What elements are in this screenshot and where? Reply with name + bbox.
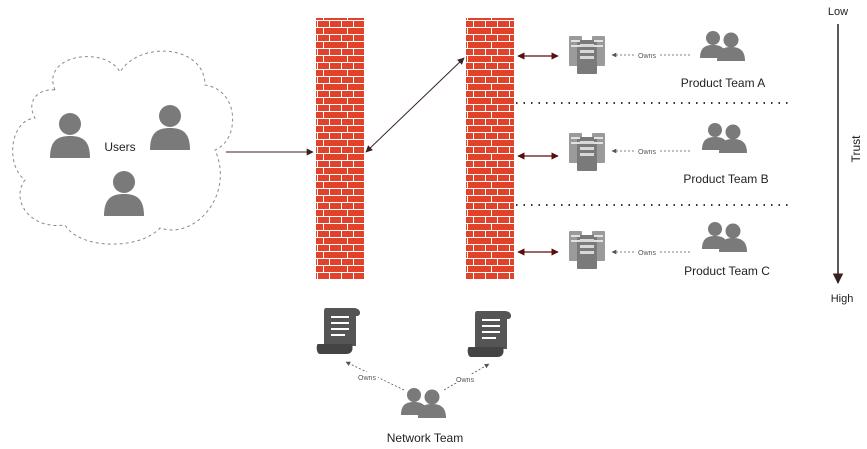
firewall-link-arrow [365, 57, 465, 153]
owns-label: Owns [456, 377, 474, 384]
policy-scroll-icon [316, 308, 361, 354]
network-team-label: Network Team [387, 431, 463, 445]
firewall-icon [466, 18, 514, 280]
owns-label: Owns [638, 53, 656, 60]
trust-high-label: High [831, 293, 854, 305]
product-team-b-label: Product Team B [683, 172, 768, 186]
team-icon [702, 222, 747, 252]
server-rack-icon [569, 231, 605, 269]
product-team-a-label: Product Team A [681, 76, 766, 90]
users-cloud [12, 50, 234, 245]
users-label: Users [104, 140, 135, 154]
owns-label: Owns [638, 250, 656, 257]
server-rack-icon [569, 133, 605, 171]
team-icon [700, 31, 745, 61]
trust-low-label: Low [828, 6, 848, 18]
product-team-c-label: Product Team C [684, 264, 770, 278]
owns-label: Owns [358, 375, 376, 382]
owns-label: Owns [638, 149, 656, 156]
firewall-icon [316, 18, 364, 280]
team-icon [401, 388, 446, 418]
policy-scroll-icon [467, 311, 512, 357]
team-icon [702, 123, 747, 153]
server-rack-icon [569, 36, 605, 74]
trust-label: Trust [849, 135, 863, 163]
